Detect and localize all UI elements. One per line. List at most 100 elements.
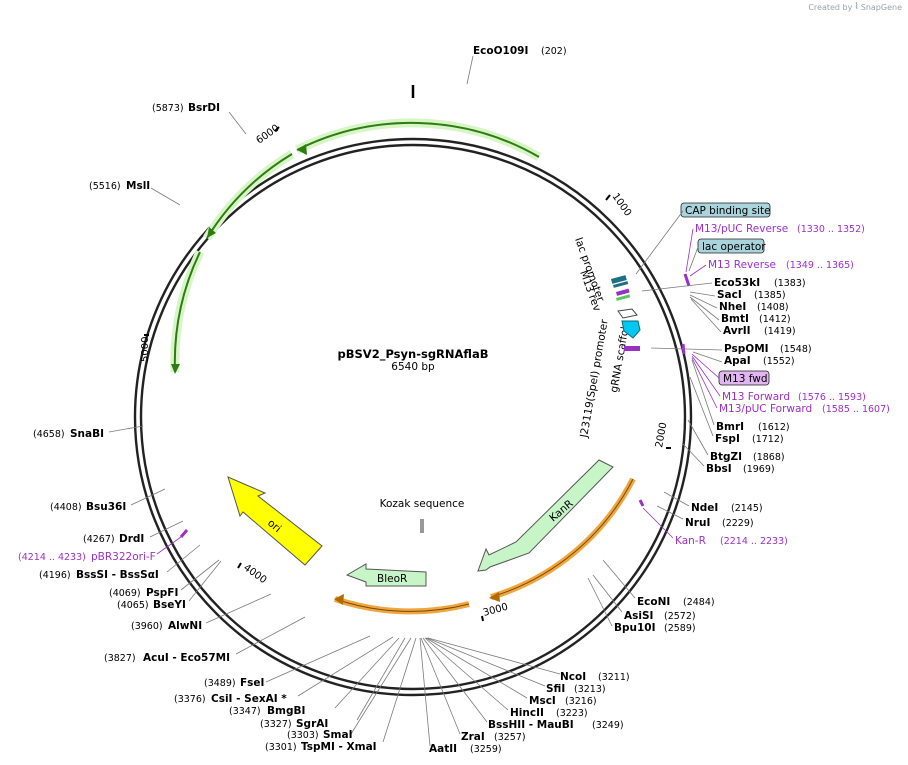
bseyi-leader: [188, 560, 222, 602]
sgrai-leader: [356, 637, 406, 721]
enzyme-bmgbi-pos: (3347): [229, 706, 261, 717]
snapgene-credit: Created by ⌇ SnapGene: [808, 2, 902, 12]
primer-pbr322ori-f-pos: (4214 .. 4233): [18, 552, 86, 563]
lac-operator-label: lac operator: [702, 241, 766, 253]
enzyme-snabi-pos: (4658): [33, 429, 65, 440]
enzyme-saci-pos: (1385): [754, 290, 786, 301]
enzyme-alwni-pos: (3960): [131, 621, 163, 632]
bleor-label: BleoR: [377, 573, 407, 585]
kan-r-marker: [638, 499, 645, 507]
hincii-leader: [424, 637, 509, 711]
drdi-leader: [149, 520, 184, 538]
enzyme-ecoo109i: EcoO109I: [473, 45, 528, 57]
enzyme-econi-pos: (2484): [683, 597, 715, 608]
enzyme-bbsi: BbsI: [706, 463, 732, 475]
orange-arc-bottom-core: [334, 598, 470, 612]
enzyme-msci: MscI: [529, 695, 556, 707]
tick-label-5000: 5000: [140, 337, 151, 362]
backbone-outer-ring: [133, 137, 693, 697]
green-arc-left: [173, 251, 201, 373]
enzyme-msci-pos: (3216): [565, 696, 597, 707]
enzyme-alwni: AlwNI: [168, 620, 202, 632]
primer-kan-r-pos: (2214 .. 2233): [720, 536, 788, 547]
pspfi-leader: [180, 559, 220, 591]
pspomi-leader: [650, 347, 723, 351]
apai-leader: [692, 351, 723, 363]
enzyme-bsu36i: Bsu36I: [86, 501, 126, 513]
bleor-arrow: [345, 563, 427, 587]
nhei-leader: [689, 294, 718, 309]
aatii-leader: [419, 637, 431, 747]
nrui-leader: [656, 505, 684, 520]
enzyme-fsei-pos: (3489): [204, 678, 236, 689]
enzyme-avrii-pos: (1419): [764, 326, 796, 337]
msli-leader: [150, 187, 181, 206]
eco53ki-leader: [641, 282, 713, 292]
green-arc-top-arrowhead: [297, 144, 307, 155]
tick-mark-1000: [605, 194, 611, 201]
msci-leader: [425, 637, 528, 699]
bsrdi-leader: [228, 111, 247, 135]
bmti-leader: [689, 296, 720, 321]
enzyme-asisi: AsiSI: [624, 610, 653, 622]
primer-m13-forward-pos: (1576 .. 1593): [798, 392, 866, 403]
enzyme-bsrdi: BsrDI: [188, 102, 220, 114]
zrai-leader: [420, 637, 461, 735]
m13-forward-leader: [691, 355, 721, 397]
m13-fwd-leader: [691, 353, 720, 379]
enzyme-bseyi: BseYI: [153, 599, 186, 611]
enzyme-msli-pos: (5516): [89, 181, 121, 192]
bsssi-leader: [166, 544, 201, 573]
enzyme-smai-pos: (3303): [287, 730, 319, 741]
backbone-inner-ring: [139, 143, 687, 691]
kozak-label: Kozak sequence: [380, 498, 465, 510]
snapgene-logo-icon: ⌇: [854, 2, 859, 12]
enzyme-zrai-pos: (3257): [494, 732, 526, 743]
primer-m13-puc-forward-pos: (1585 .. 1607): [822, 404, 890, 415]
fspi-leader: [689, 376, 714, 437]
right-labels: EcoO109I (202) CAP binding site M13/pUC …: [466, 45, 890, 634]
promoter-glyphs: [611, 275, 641, 351]
tick-label-3000: 3000: [482, 602, 509, 619]
enzyme-apai-pos: (1552): [763, 356, 795, 367]
enzyme-sfii-pos: (3213): [574, 684, 606, 695]
enzyme-tspmi-xmai: TspMI - XmaI: [301, 741, 377, 753]
kanr-arrow: [477, 459, 614, 572]
enzyme-acui-pos: (3827): [104, 653, 136, 664]
csii-leader: [297, 636, 394, 697]
tick-label-2000: 2000: [654, 422, 669, 449]
enzyme-btgzi-pos: (1868): [753, 452, 785, 463]
smai-leader: [350, 637, 412, 735]
enzyme-bmgbi: BmgBI: [267, 705, 305, 717]
enzyme-csii-pos: (3376): [174, 694, 206, 705]
primer-m13-reverse: M13 Reverse: [708, 259, 776, 271]
bmri-leader: [691, 359, 715, 426]
enzyme-aatii-pos: (3259): [470, 744, 502, 755]
cap-site-mark: [613, 281, 629, 288]
enzyme-drdi-pos: (4267): [83, 534, 115, 545]
orange-feature-arcs: [334, 477, 636, 615]
grna-scaffold-arrow: [621, 320, 641, 339]
enzyme-nhei: NheI: [719, 301, 746, 313]
acui-leader: [235, 616, 306, 655]
enzyme-pspomi-pos: (1548): [780, 344, 812, 355]
enzyme-econi: EcoNI: [637, 596, 670, 608]
lac-operator-mark: [615, 294, 631, 301]
enzyme-saci: SacI: [717, 289, 742, 301]
lac-operator-box: [697, 238, 765, 254]
enzyme-bsshii-maubi: BssHII - MauBI: [488, 719, 574, 731]
enzyme-ncoi-pos: (3211): [598, 672, 630, 683]
enzyme-fsei: FseI: [240, 677, 264, 689]
enzyme-nhei-pos: (1408): [757, 302, 789, 313]
econi-leader: [602, 559, 636, 599]
tick-label-4000: 4000: [241, 562, 268, 586]
j23119-promoter-label: J23119(SpeI) promoter: [578, 318, 611, 440]
orange-arc-bottom-arrowhead: [334, 594, 344, 605]
primer-m13-reverse-pos: (1349 .. 1365): [786, 260, 854, 271]
credit-text: Created by: [808, 2, 853, 12]
plasmid-name: pBSV2_Psyn-sgRNAflaB: [338, 347, 489, 362]
enzyme-bsshii-pos: (3249): [592, 720, 624, 731]
enzyme-bmri: BmrI: [716, 421, 744, 433]
primer-kan-r: Kan-R: [675, 535, 706, 547]
